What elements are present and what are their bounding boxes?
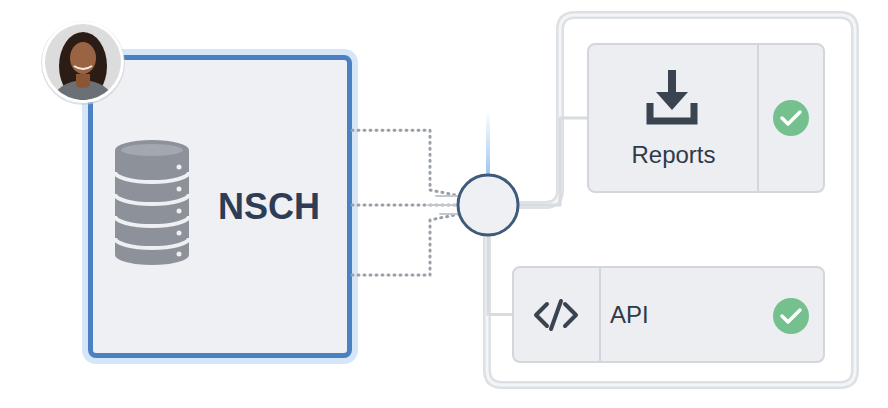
hub-circle: [458, 175, 518, 235]
connector-dotted: [352, 130, 460, 196]
dotted-feed-line: [352, 204, 458, 207]
panel-border-inner: [487, 15, 855, 385]
source-box: NSCH: [88, 55, 352, 358]
speed-line: [436, 195, 462, 197]
output-card: Reports: [587, 43, 825, 193]
connector: [352, 214, 512, 315]
connector-dotted: [352, 214, 460, 275]
node-label: NSCH: [218, 60, 320, 353]
panel-border-outer: [487, 15, 855, 385]
node-label: Reports: [589, 141, 758, 169]
output-card: API: [512, 266, 825, 363]
node-label: API: [610, 268, 649, 361]
connector-solid: [488, 235, 512, 315]
speed-line: [440, 213, 462, 215]
speed-line: [428, 204, 462, 206]
panel-fill: [487, 15, 855, 385]
connector: [352, 118, 587, 205]
connector-solid: [518, 118, 587, 205]
hub-beam: [486, 110, 490, 176]
speed-lines: [428, 196, 462, 214]
